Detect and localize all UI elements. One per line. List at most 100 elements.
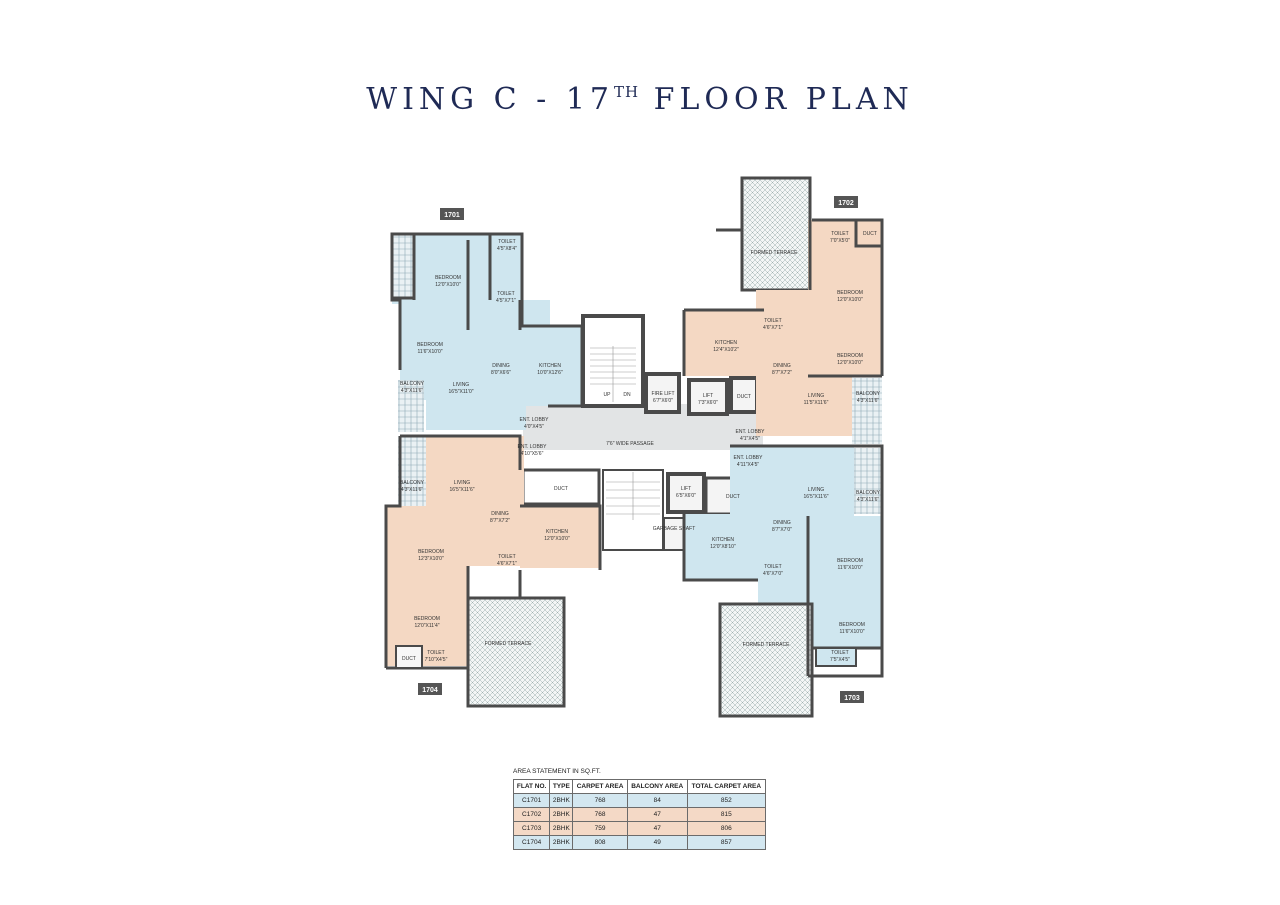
- room-label: BEDROOM: [418, 549, 444, 555]
- room-label: GARBAGE SHAFT: [653, 526, 696, 532]
- room-label: DUCT: [726, 494, 740, 500]
- cell: C1701: [512, 793, 551, 808]
- room-dim: 16'5"X11'6": [803, 494, 828, 500]
- cell: 852: [686, 793, 767, 808]
- cell: 857: [686, 835, 767, 850]
- room-dim: 4'3"X11'6": [401, 388, 424, 394]
- stair-label: UP: [604, 392, 612, 398]
- room-labels: BEDROOM 12'0"X10'0" BEDROOM 11'6"X10'0" …: [400, 231, 881, 663]
- room-label: BEDROOM: [837, 558, 863, 564]
- room-dim: 8'7"X7'2": [772, 370, 792, 376]
- stair-label: DN: [623, 392, 631, 398]
- cell: 47: [626, 821, 688, 836]
- flat-tags: 1701 1702 1704 1703: [418, 196, 864, 703]
- cell: 759: [572, 821, 628, 836]
- room-label: LIVING: [808, 487, 825, 493]
- room-dim: 4'0"X4'5": [524, 424, 544, 430]
- table-row: C1704 2BHK 808 49 857: [512, 835, 767, 850]
- room-dim: 4'5"X8'4": [497, 246, 517, 252]
- flat-tag-1704: 1704: [422, 687, 438, 694]
- table-row: C1702 2BHK 768 47 815: [512, 807, 767, 822]
- flat-1704: [384, 434, 602, 708]
- flat-tag-1703: 1703: [844, 695, 860, 702]
- cell: 2BHK: [549, 807, 574, 822]
- room-dim: 4'3"X11'6": [857, 398, 880, 404]
- room-label: DINING: [773, 363, 791, 369]
- room-label: BEDROOM: [414, 616, 440, 622]
- col-balcony-area: BALCONY AREA: [626, 779, 688, 794]
- room-label: KITCHEN: [712, 537, 734, 543]
- room-dim: 12'0"X10'0": [837, 297, 863, 303]
- flat-tag-1702: 1702: [838, 200, 854, 207]
- cell: 815: [686, 807, 767, 822]
- room-dim: 8'7"X7'0": [772, 527, 792, 533]
- flat-1702: [682, 176, 884, 444]
- room-label: TOILET: [498, 554, 515, 560]
- cell: 768: [572, 793, 628, 808]
- room-label: BEDROOM: [839, 622, 865, 628]
- room-label: DINING: [491, 511, 509, 517]
- room-dim: 12'0"X10'0": [544, 536, 570, 542]
- flat-1703: [682, 444, 884, 718]
- cell: C1703: [512, 821, 551, 836]
- room-label: TOILET: [764, 564, 781, 570]
- room-label: KITCHEN: [546, 529, 568, 535]
- room-label: BALCONY: [400, 480, 425, 486]
- room-label: BALCONY: [400, 381, 425, 387]
- cell: 768: [572, 807, 628, 822]
- room-label: FIRE LIFT: [651, 391, 674, 397]
- area-statement-table: FLAT NO. TYPE CARPET AREA BALCONY AREA T…: [512, 779, 767, 850]
- room-label: BEDROOM: [417, 342, 443, 348]
- room-dim: 8'0"X6'6": [491, 370, 511, 376]
- room-label: BEDROOM: [837, 353, 863, 359]
- room-dim: 12'0"X8'10": [710, 544, 736, 550]
- col-type: TYPE: [549, 779, 574, 794]
- room-label: DINING: [492, 363, 510, 369]
- room-dim: 7'0"X5'0": [830, 238, 850, 244]
- col-carpet-area: CARPET AREA: [572, 779, 628, 794]
- flat-tag-1701: 1701: [444, 212, 460, 219]
- room-dim: 7'10"X4'5": [425, 657, 448, 663]
- room-label: LIVING: [454, 480, 471, 486]
- room-label: FORMED TERRACE: [751, 250, 799, 256]
- room-label: LIFT: [703, 393, 713, 399]
- cell: 47: [626, 807, 688, 822]
- room-dim: 4'3"X11'6": [857, 497, 880, 503]
- room-dim: 4'6"X7'0": [763, 571, 783, 577]
- room-dim: 16'5"X11'0": [448, 389, 473, 395]
- room-dim: 4'6"X7'1": [497, 561, 517, 567]
- room-label: LIVING: [453, 382, 470, 388]
- room-label: ENT. LOBBY: [520, 417, 550, 423]
- room-dim: 12'3"X10'0": [418, 556, 444, 562]
- room-dim: 12'0"X11'4": [414, 623, 439, 629]
- room-label: LIVING: [808, 393, 825, 399]
- room-label: TOILET: [427, 650, 444, 656]
- cell: 49: [626, 835, 688, 850]
- room-label: BEDROOM: [435, 275, 461, 281]
- col-total-carpet-area: TOTAL CARPET AREA: [686, 779, 767, 794]
- room-dim: 12'0"X10'0": [435, 282, 461, 288]
- room-dim: 6'7"X6'0": [653, 398, 673, 404]
- room-dim: 4'11"X4'5": [737, 462, 760, 468]
- flat-1701: [390, 232, 584, 432]
- room-dim: 11'5"X11'6": [804, 400, 829, 406]
- room-label: LIFT: [681, 486, 691, 492]
- room-label: TOILET: [764, 318, 781, 324]
- cell: 84: [626, 793, 688, 808]
- room-dim: 4'1"X4'5": [740, 436, 760, 442]
- room-label: FORMED TERRACE: [743, 642, 791, 648]
- cell: 2BHK: [549, 835, 574, 850]
- room-dim: 4'5"X7'1": [496, 298, 516, 304]
- room-label: KITCHEN: [715, 340, 737, 346]
- room-label: ENT. LOBBY: [734, 455, 764, 461]
- room-label: ENT. LOBBY: [736, 429, 766, 435]
- room-dim: 11'6"X10'0": [837, 565, 862, 571]
- room-label: ENT. LOBBY: [518, 444, 548, 450]
- col-flat-no: FLAT NO.: [512, 779, 551, 794]
- room-dim: 16'5"X11'6": [449, 487, 474, 493]
- room-label: FORMED TERRACE: [485, 641, 533, 647]
- room-dim: 12'4"X10'2": [713, 347, 739, 353]
- room-dim: 10'0"X12'6": [537, 370, 563, 376]
- room-label: DUCT: [863, 231, 877, 237]
